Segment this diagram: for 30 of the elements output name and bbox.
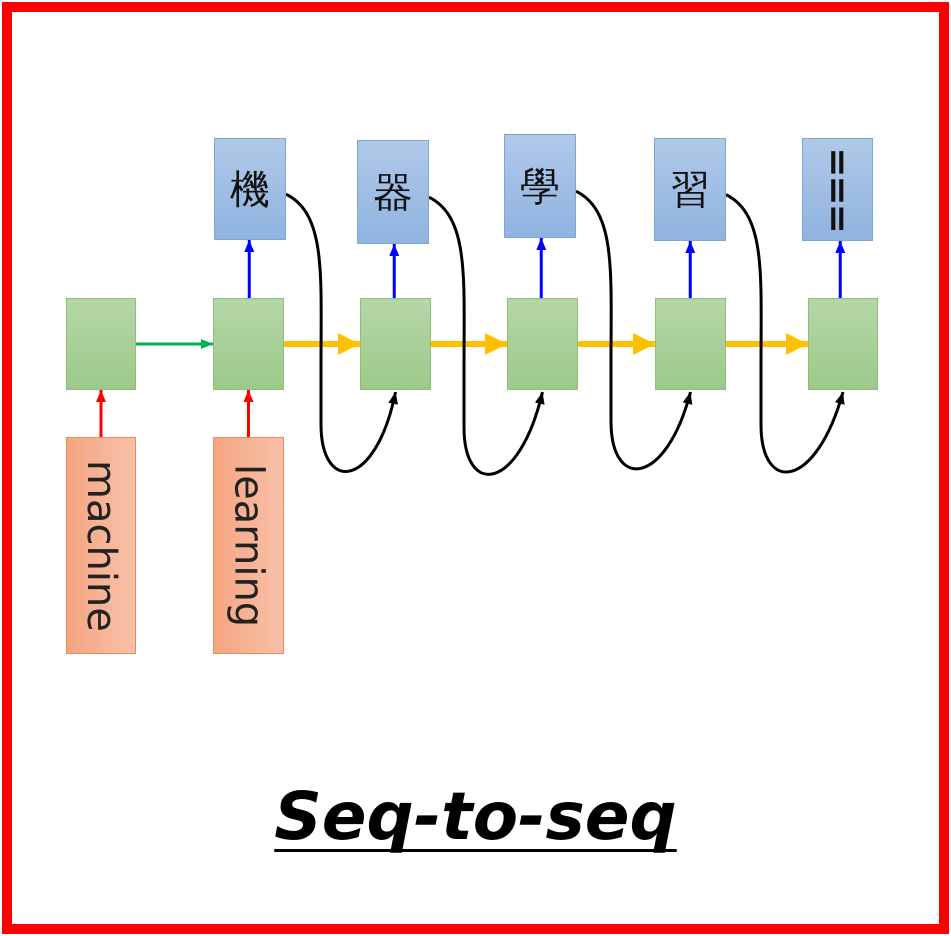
output-box: 學 xyxy=(504,134,576,238)
arrow xyxy=(136,339,213,349)
arrow xyxy=(685,241,696,298)
output-box: 習 xyxy=(654,138,726,241)
cell-box xyxy=(66,298,136,390)
feedback-arrow xyxy=(725,193,844,474)
input-box: learning xyxy=(213,437,284,654)
input-box: machine xyxy=(66,437,136,654)
arrow xyxy=(284,333,360,355)
arrow xyxy=(726,333,808,355)
cell-box xyxy=(507,298,578,390)
arrow xyxy=(835,241,846,298)
output-box: === xyxy=(802,138,873,241)
output-box: 器 xyxy=(357,140,429,244)
feedback-arrow xyxy=(285,192,398,473)
feedback-arrow xyxy=(575,190,692,470)
arrow xyxy=(536,238,546,298)
cell-box xyxy=(360,298,431,390)
arrow xyxy=(431,333,507,355)
feedback-arrow xyxy=(428,196,544,476)
arrow xyxy=(578,333,655,355)
cell-box xyxy=(655,298,726,390)
cell-box xyxy=(213,298,284,390)
arrow xyxy=(244,240,254,298)
cell-box xyxy=(808,298,878,390)
arrow xyxy=(389,244,400,298)
title: Seq-to-seq xyxy=(274,778,677,855)
output-box: 機 xyxy=(214,138,286,240)
arrow xyxy=(96,390,106,437)
arrow xyxy=(244,390,254,437)
